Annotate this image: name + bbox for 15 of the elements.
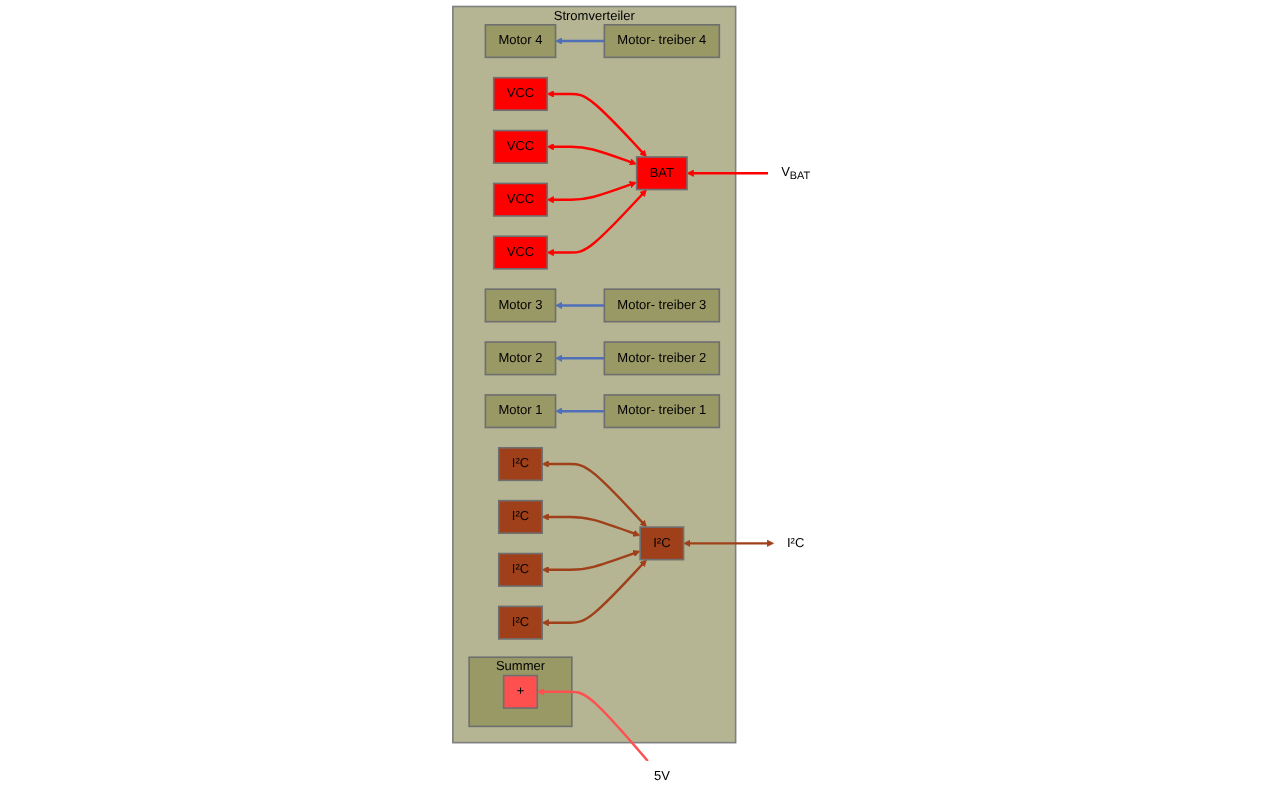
arrow	[541, 513, 641, 537]
arrow	[555, 301, 605, 309]
arrow	[683, 539, 774, 547]
arrow	[686, 169, 769, 177]
arrow	[541, 460, 647, 528]
arrow	[546, 181, 637, 204]
arrow	[541, 550, 641, 574]
arrow	[555, 407, 605, 415]
arrow	[555, 354, 605, 362]
arrow	[541, 559, 647, 627]
arrow	[555, 37, 605, 45]
arrow	[546, 90, 647, 158]
arrow	[546, 143, 637, 166]
arrow	[536, 688, 649, 762]
arrow	[546, 189, 647, 257]
